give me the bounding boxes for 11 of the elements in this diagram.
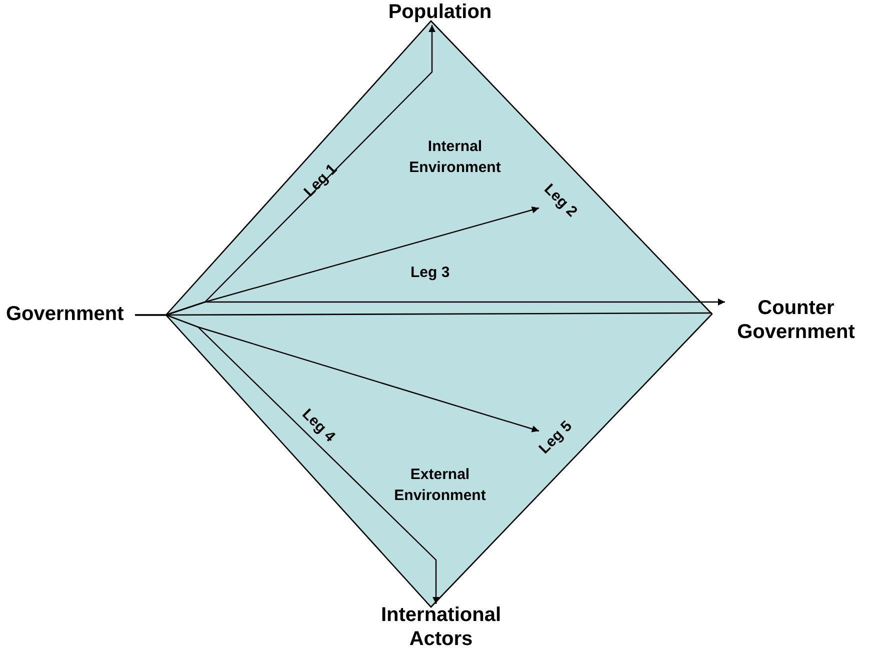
arrow [135,314,540,432]
corner-label: Government [6,302,136,328]
edge-label: Leg 2 [540,180,580,220]
region-label: Internal Environment [408,137,502,178]
edge-label: Leg 5 [535,417,575,457]
corner-label: International Actors [368,603,514,652]
corner-label: Population [385,0,495,26]
corner-label: Counter Government [724,296,868,346]
region-label: External Environment [393,465,487,506]
edge-label: Leg 3 [410,264,450,280]
edge-label: Leg 4 [298,405,338,445]
